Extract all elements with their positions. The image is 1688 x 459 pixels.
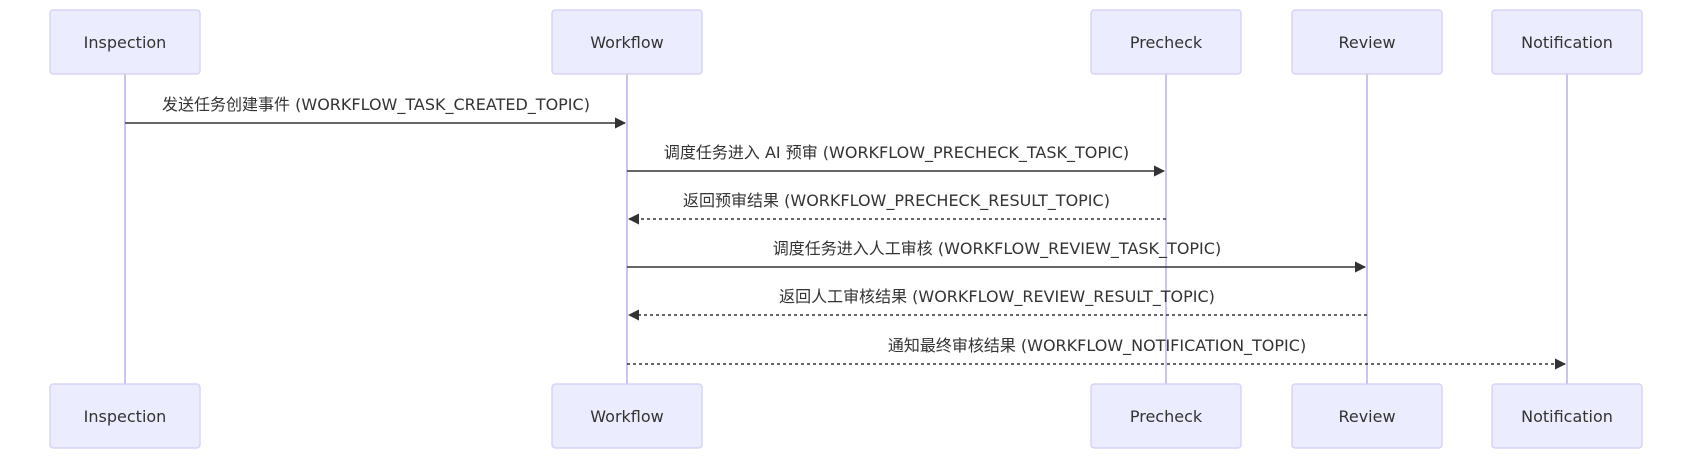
participant-box xyxy=(49,383,201,449)
participant-workflow-bottom: Workflow xyxy=(551,383,703,449)
message-5: 返回人工审核结果 (WORKFLOW_REVIEW_RESULT_TOPIC) xyxy=(627,287,1367,321)
message-1: 发送任务创建事件 (WORKFLOW_TASK_CREATED_TOPIC) xyxy=(125,95,627,129)
participant-inspection-top: Inspection xyxy=(49,9,201,75)
participant-label: Workflow xyxy=(590,407,663,426)
participant-review-top: Review xyxy=(1291,9,1443,75)
participant-label: Review xyxy=(1338,407,1395,426)
message-3: 返回预审结果 (WORKFLOW_PRECHECK_RESULT_TOPIC) xyxy=(627,191,1166,225)
participant-label: Inspection xyxy=(84,407,167,426)
participant-precheck-bottom: Precheck xyxy=(1090,383,1242,449)
message-label: 调度任务进入人工审核 (WORKFLOW_REVIEW_TASK_TOPIC) xyxy=(773,239,1221,259)
participant-box xyxy=(1090,9,1242,75)
participant-box xyxy=(1291,383,1443,449)
participant-label: Precheck xyxy=(1130,33,1203,52)
message-label: 调度任务进入 AI 预审 (WORKFLOW_PRECHECK_TASK_TOP… xyxy=(664,143,1129,163)
message-4: 调度任务进入人工审核 (WORKFLOW_REVIEW_TASK_TOPIC) xyxy=(627,239,1367,273)
participant-workflow-top: Workflow xyxy=(551,9,703,75)
participant-review-bottom: Review xyxy=(1291,383,1443,449)
participant-box xyxy=(1090,383,1242,449)
participant-inspection-bottom: Inspection xyxy=(49,383,201,449)
participant-box xyxy=(49,9,201,75)
message-2: 调度任务进入 AI 预审 (WORKFLOW_PRECHECK_TASK_TOP… xyxy=(627,143,1166,177)
message-label: 返回人工审核结果 (WORKFLOW_REVIEW_RESULT_TOPIC) xyxy=(779,287,1215,307)
participant-label: Precheck xyxy=(1130,407,1203,426)
participant-label: Workflow xyxy=(590,33,663,52)
participant-label: Notification xyxy=(1521,33,1613,52)
participant-box xyxy=(1291,9,1443,75)
message-6: 通知最终审核结果 (WORKFLOW_NOTIFICATION_TOPIC) xyxy=(627,336,1567,370)
participant-box xyxy=(1491,383,1643,449)
message-label: 通知最终审核结果 (WORKFLOW_NOTIFICATION_TOPIC) xyxy=(888,336,1306,356)
message-label: 发送任务创建事件 (WORKFLOW_TASK_CREATED_TOPIC) xyxy=(162,95,590,115)
participant-box xyxy=(1491,9,1643,75)
participant-label: Notification xyxy=(1521,407,1613,426)
participant-notification-bottom: Notification xyxy=(1491,383,1643,449)
participant-notification-top: Notification xyxy=(1491,9,1643,75)
participant-label: Inspection xyxy=(84,33,167,52)
participant-precheck-top: Precheck xyxy=(1090,9,1242,75)
participant-label: Review xyxy=(1338,33,1395,52)
participant-box xyxy=(551,9,703,75)
message-label: 返回预审结果 (WORKFLOW_PRECHECK_RESULT_TOPIC) xyxy=(683,191,1110,211)
participant-box xyxy=(551,383,703,449)
